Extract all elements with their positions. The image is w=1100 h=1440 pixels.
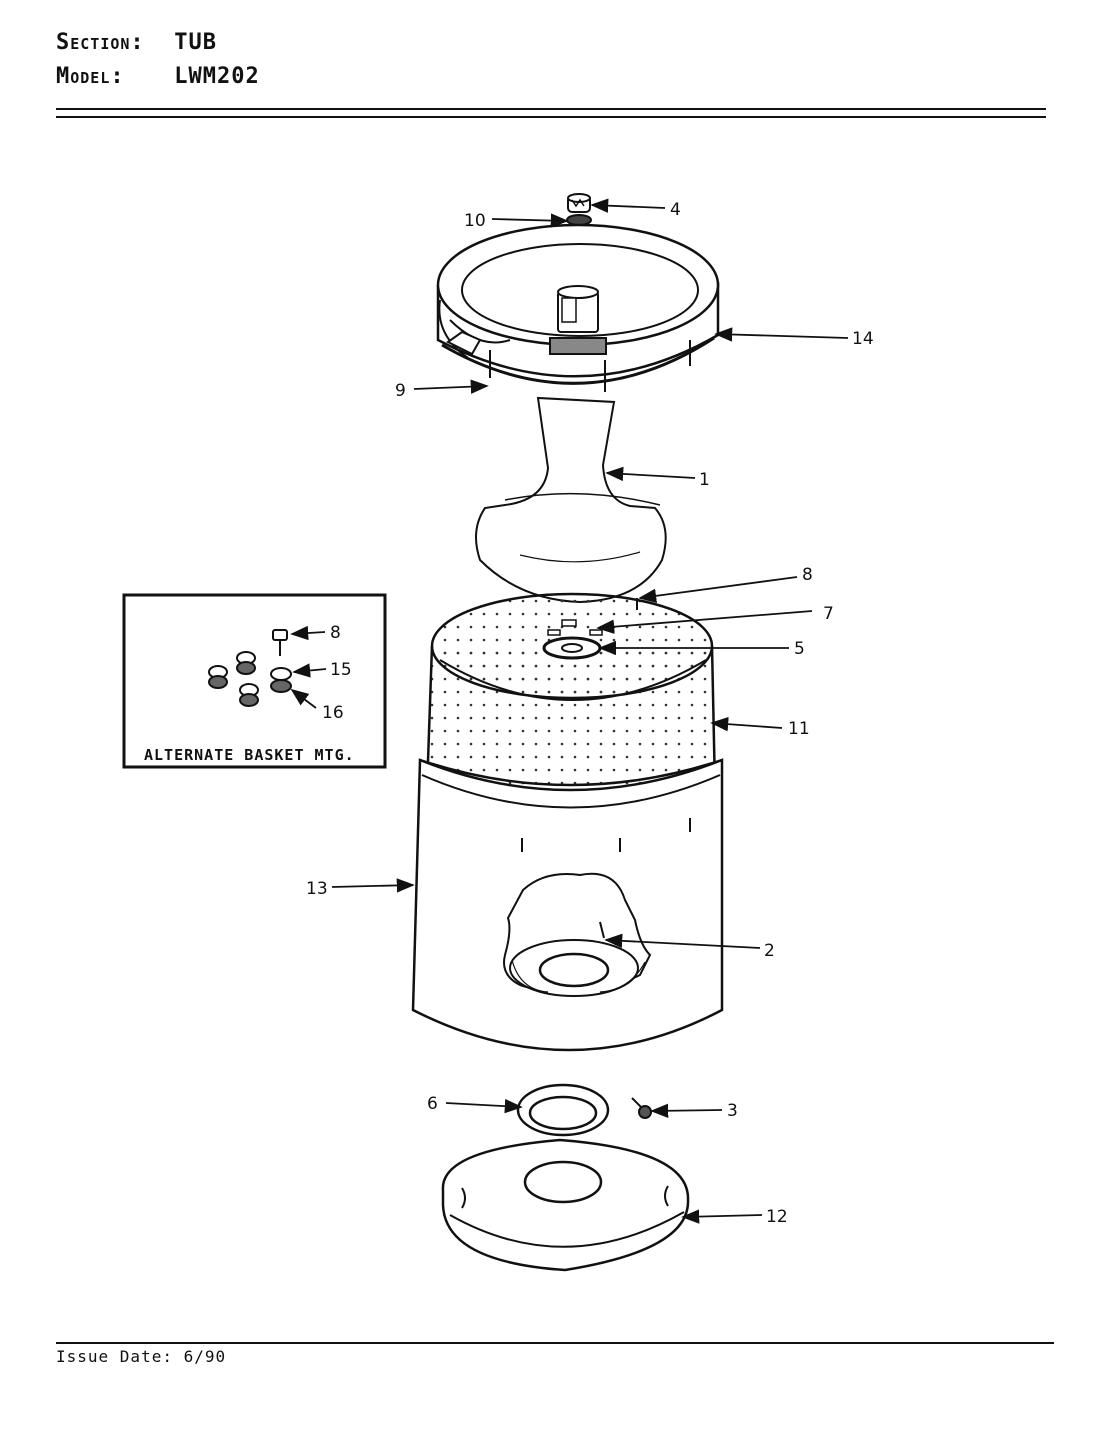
callout-3: 3: [727, 1101, 738, 1121]
inset-caption: ALTERNATE BASKET MTG.: [144, 746, 355, 764]
header-rule-bottom: [56, 116, 1046, 118]
callout-8: 8: [802, 565, 813, 585]
shaft-post: [549, 285, 607, 355]
callout-10: 10: [464, 211, 486, 231]
callout-5: 5: [794, 639, 805, 659]
section-value: TUB: [174, 30, 217, 55]
section-line: Section: TUB: [56, 30, 217, 55]
callout-12: 12: [766, 1207, 788, 1227]
callout-9: 9: [395, 381, 406, 401]
inset-callout-15: 15: [330, 660, 352, 680]
issue-date: Issue Date: 6/90: [56, 1347, 227, 1366]
callout-14: 14: [852, 329, 874, 349]
callout-4: 4: [670, 200, 681, 220]
model-line: Model: LWM202: [56, 64, 260, 89]
section-label: Section:: [56, 30, 145, 55]
cap-part-4: [567, 193, 591, 213]
grommet-group: [208, 651, 292, 707]
base-plate-part-12: [441, 1138, 690, 1272]
header-rule-top: [56, 108, 1046, 110]
outer-tub-part-13: [411, 758, 724, 1052]
callout-11: 11: [788, 719, 810, 739]
agitator-part-1: [475, 396, 667, 604]
nut-part-10: [566, 214, 592, 226]
callout-7: 7: [823, 604, 834, 624]
screw-part-3: [631, 1097, 652, 1119]
alternate-basket-inset: 8 15 16 ALTERNATE BASKET MTG.: [122, 593, 387, 769]
model-label: Model:: [56, 64, 125, 89]
gasket-part-6: [516, 1083, 610, 1137]
callout-1: 1: [699, 470, 710, 490]
footer-rule: [56, 1342, 1054, 1344]
inset-callout-16: 16: [322, 703, 344, 723]
callout-13: 13: [306, 879, 328, 899]
inset-callout-8: 8: [330, 623, 341, 643]
callout-labels: 4 10 14 9 1 8 7 5 11 13 2 6 3 12: [306, 200, 874, 1227]
callout-6: 6: [427, 1094, 438, 1114]
leader-lines: [331, 198, 849, 1224]
model-value: LWM202: [174, 64, 260, 89]
callout-2: 2: [764, 941, 775, 961]
